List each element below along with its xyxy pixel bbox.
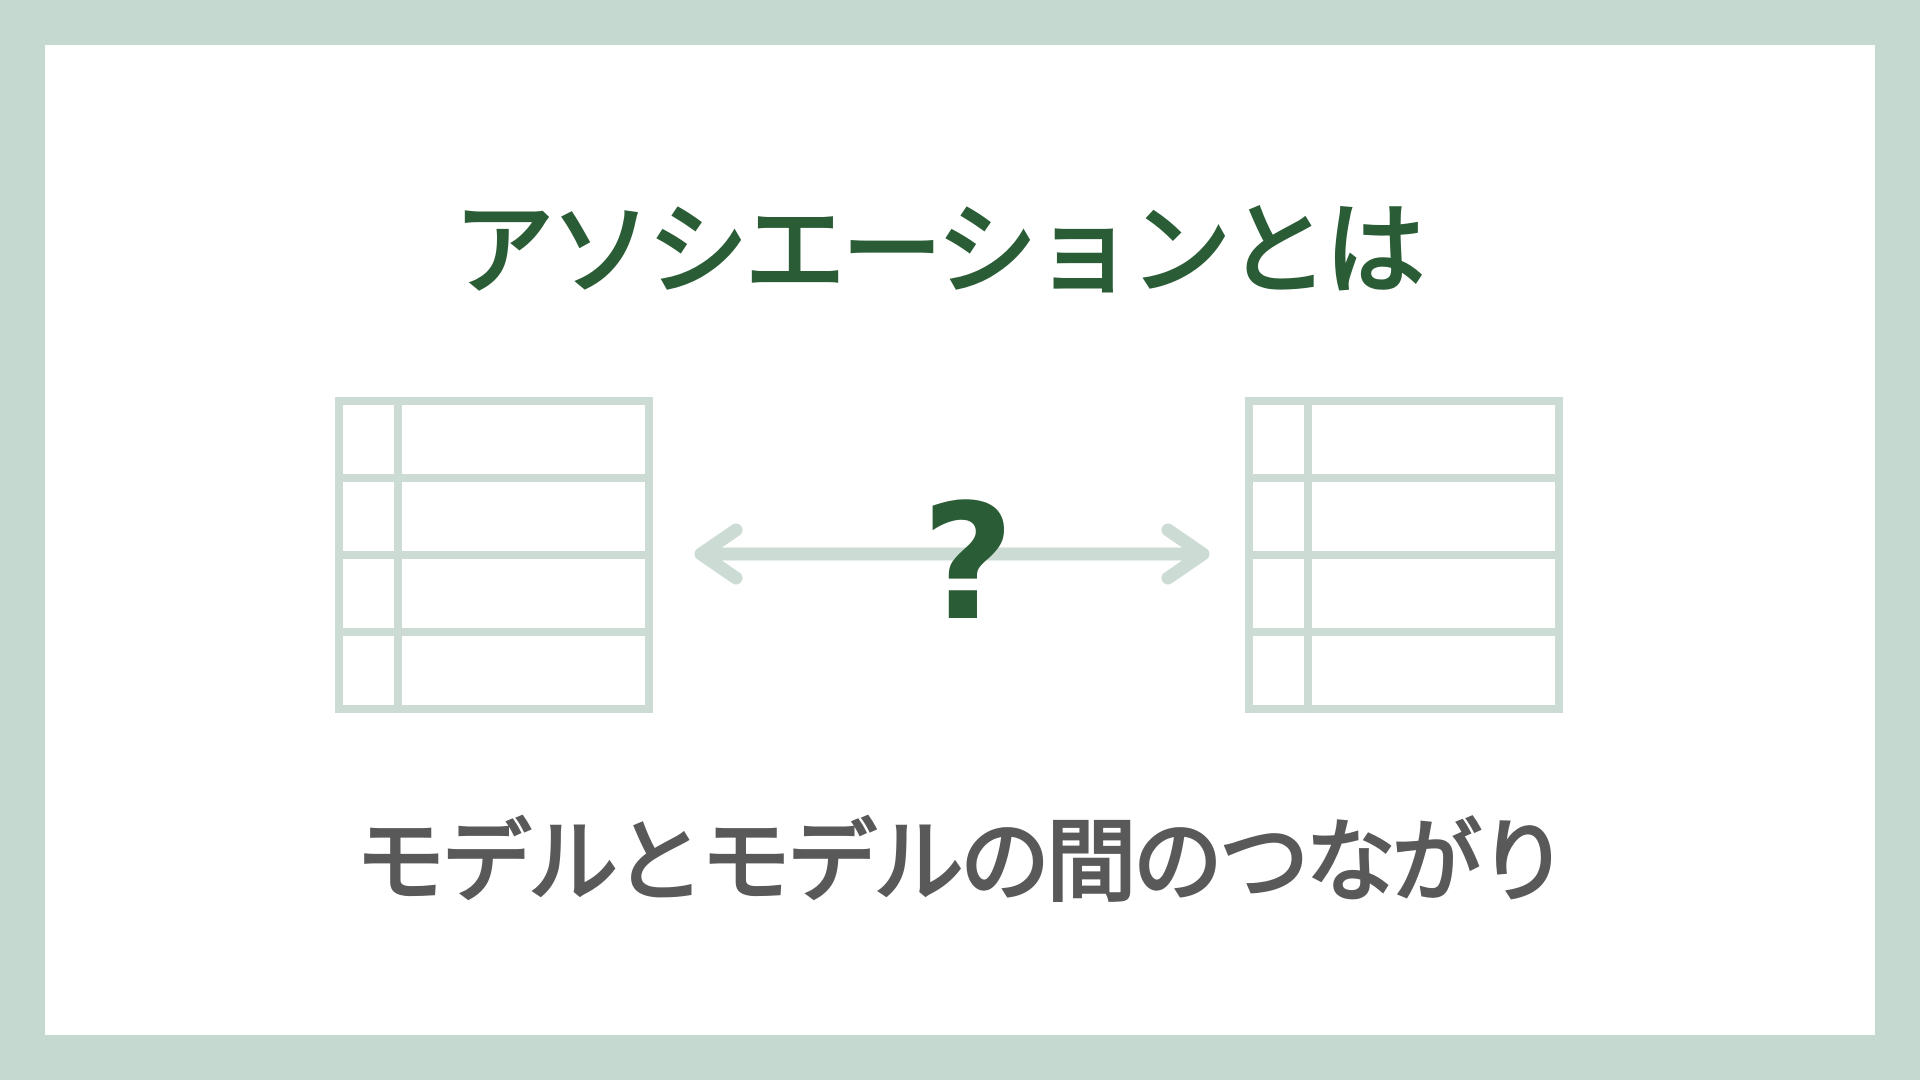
slide-title: アソシエーションとは [454, 192, 1425, 309]
bidirectional-arrow-icon [694, 523, 1210, 585]
model-table-icon-left [335, 397, 653, 713]
model-table-icon-right [1245, 397, 1563, 713]
slide-card: アソシエーションとは ? モデルとモデルの間のつながり [45, 45, 1875, 1035]
question-mark: ? [921, 469, 1015, 656]
slide-subtitle: モデルとモデルの間のつながり [355, 810, 1568, 915]
